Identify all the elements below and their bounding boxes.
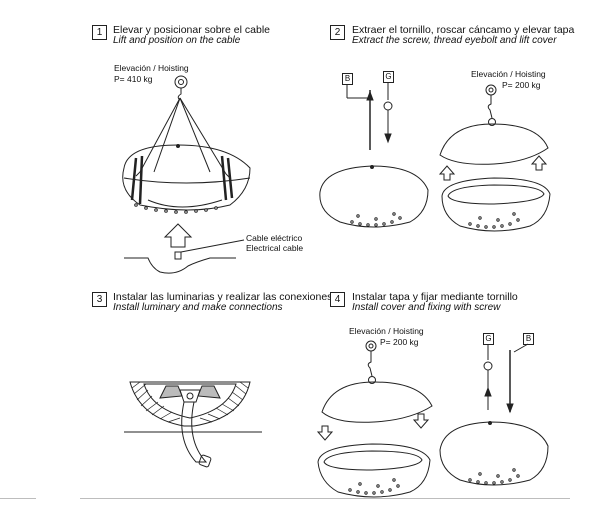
step-4-title-en: Install cover and fixing with screw bbox=[352, 302, 501, 313]
hoist-2-label: Elevación / Hoisting bbox=[471, 69, 546, 79]
step-2-number: 2 bbox=[330, 25, 345, 40]
step-4-title-es: Instalar tapa y fijar mediante tornillo bbox=[352, 291, 518, 303]
step-3-drawing bbox=[124, 381, 262, 468]
step-1-drawing bbox=[122, 75, 251, 274]
step-4-number: 4 bbox=[330, 292, 345, 307]
step-3-title-es: Instalar las luminarias y realizar las c… bbox=[113, 291, 333, 303]
step-1-title-es: Elevar y posicionar sobre el cable bbox=[113, 24, 270, 36]
step-3-number: 3 bbox=[92, 292, 107, 307]
footer-rule-left bbox=[0, 498, 36, 499]
hoist-4-weight: P= 200 kg bbox=[380, 337, 419, 347]
step-1-title-en: Lift and position on the cable bbox=[113, 35, 241, 46]
cable-label-en: Electrical cable bbox=[246, 243, 304, 253]
footer-rule-right bbox=[80, 498, 570, 499]
step-3-title-en: Install luminary and make connections bbox=[113, 302, 283, 313]
hoist-4-label: Elevación / Hoisting bbox=[349, 326, 424, 336]
step-2-drawing bbox=[319, 82, 551, 232]
tag-b-step4: B bbox=[523, 333, 534, 345]
step-1-number: 1 bbox=[92, 25, 107, 40]
step-4-drawing bbox=[316, 340, 549, 498]
cable-label-es: Cable eléctrico bbox=[246, 233, 303, 243]
step-2-title-es: Extraer el tornillo, roscar cáncamo y el… bbox=[352, 24, 575, 36]
hoist-1-weight: P= 410 kg bbox=[114, 74, 153, 84]
step-2-title-en: Extract the screw, thread eyebolt and li… bbox=[352, 35, 557, 46]
hoist-1-label: Elevación / Hoisting bbox=[114, 63, 189, 73]
hoist-2-weight: P= 200 kg bbox=[502, 80, 541, 90]
